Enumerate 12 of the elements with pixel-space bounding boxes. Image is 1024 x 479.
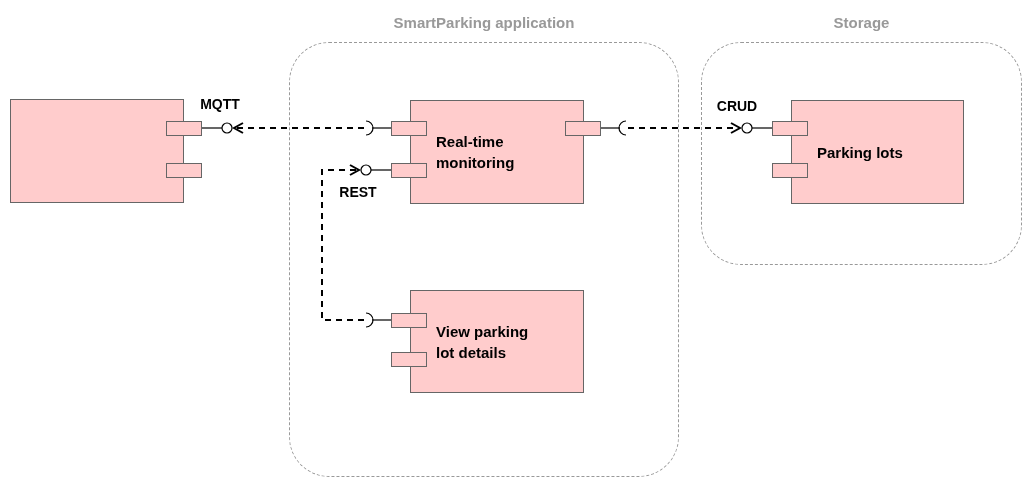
dependency-arrow (627, 122, 741, 134)
component-box (410, 290, 584, 393)
group-title: Storage (833, 13, 890, 33)
component-box (410, 100, 584, 204)
dependency-arrow (321, 164, 365, 321)
component-name: Real-time monitoring (436, 132, 516, 173)
component-box (10, 99, 184, 203)
dependency-arrow (233, 122, 365, 134)
component-name: Parking lots (817, 142, 904, 163)
component-box (791, 100, 964, 204)
component-name: View parking lot details (436, 321, 530, 363)
group-title: SmartParking application (393, 13, 575, 33)
